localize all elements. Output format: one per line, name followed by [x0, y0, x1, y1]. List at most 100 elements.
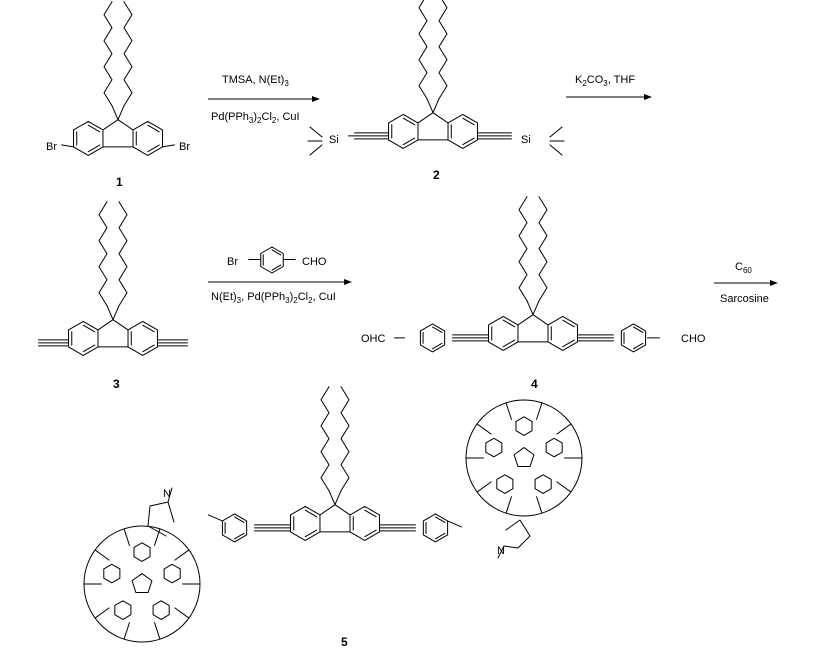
chain-bond	[112, 305, 120, 321]
double-bond	[234, 532, 245, 540]
fullerene-bond	[174, 607, 190, 619]
double-bond	[502, 339, 516, 348]
fullerene-bond	[123, 528, 130, 546]
pyrrolidine-link	[207, 514, 223, 522]
fullerene-hexagon	[496, 474, 514, 494]
bond-layer	[38, 0, 660, 559]
pyrrolidine-link	[447, 520, 463, 528]
double-bond	[142, 344, 155, 353]
n-methyl-bond	[167, 487, 173, 503]
compound-number: 4	[531, 377, 538, 391]
octyl-chain	[98, 201, 108, 307]
double-bond	[562, 339, 575, 348]
fluorene-bond	[117, 119, 134, 131]
fullerene-bond	[505, 496, 512, 514]
double-bond	[271, 249, 282, 256]
n-methyl-bond	[497, 545, 505, 559]
fullerene-bond	[536, 402, 543, 420]
fullerene-bond	[123, 622, 130, 640]
fluorene-bond	[319, 504, 336, 516]
arrow-head	[770, 280, 778, 286]
reaction-condition-above: TMSA, N(Et)3	[222, 74, 289, 88]
methyl-bond	[549, 126, 563, 138]
c-br-bond	[161, 144, 175, 148]
reaction-condition-below: Sarcosine	[720, 293, 769, 305]
octyl-chain	[438, 0, 448, 100]
double-bond	[432, 342, 443, 350]
double-bond	[562, 319, 575, 328]
double-bond	[364, 509, 377, 518]
double-bond	[402, 117, 416, 126]
nitrogen-label: N	[163, 488, 171, 500]
chain-bond	[532, 300, 540, 316]
double-bond	[434, 532, 446, 540]
octyl-chain	[340, 386, 350, 492]
fullerene-bond	[94, 549, 110, 561]
double-bond	[462, 137, 475, 146]
benzene-ring	[488, 315, 519, 351]
fullerene-hexagon	[163, 563, 181, 584]
benzene-ring	[620, 323, 647, 353]
pyrrolidine-ring	[503, 519, 531, 549]
double-bond	[82, 324, 96, 333]
fluorene-bond	[432, 112, 449, 124]
reaction-condition-below: Pd(PPh3)2Cl2, CuI	[211, 111, 300, 125]
double-bond	[632, 342, 644, 350]
double-bond	[87, 144, 101, 153]
fullerene-pentagon	[131, 573, 153, 593]
fullerene-bond	[556, 423, 572, 435]
benzene-ring	[547, 315, 578, 351]
double-bond	[234, 516, 245, 523]
pyrrolidine-ring	[147, 501, 175, 537]
double-bond	[304, 509, 318, 518]
double-bond	[434, 516, 446, 523]
silicon-label: Si	[329, 134, 339, 146]
methyl-bond	[309, 126, 323, 138]
reaction-condition-above: K2CO3, THF	[575, 74, 635, 88]
fullerene-hexagon	[485, 437, 503, 458]
octyl-chain	[518, 196, 528, 302]
chain-bond	[328, 490, 336, 506]
c-br-bond	[61, 144, 75, 148]
double-bond	[632, 326, 644, 333]
fluorene-bond	[97, 319, 114, 331]
double-bond	[147, 124, 160, 133]
benzene-ring	[73, 120, 104, 156]
bromine-label: Br	[179, 141, 190, 153]
fullerene-hexagon	[545, 437, 563, 458]
fullerene-bond	[154, 528, 161, 546]
octyl-chain	[538, 196, 548, 302]
aldehyde-label: CHO	[302, 256, 327, 268]
fullerene-hexagon	[515, 416, 533, 436]
fluorene-bond	[102, 119, 119, 131]
fullerene-hexagon	[534, 474, 552, 494]
fullerene-bond	[476, 481, 492, 493]
fullerene-hexagon	[152, 600, 170, 620]
compound-number: 3	[113, 377, 120, 391]
methyl-bond	[549, 144, 563, 156]
benzene-ring	[68, 320, 99, 356]
octyl-chain	[103, 1, 113, 107]
double-bond	[87, 124, 101, 133]
benzene-ring	[221, 513, 248, 543]
benzene-ring	[388, 113, 419, 149]
benzene-ring	[419, 323, 446, 353]
compound-number: 5	[341, 635, 348, 649]
benzene-ring	[349, 505, 380, 541]
double-bond	[402, 137, 416, 146]
fluorene-bond	[417, 112, 434, 124]
chain-bond	[426, 98, 434, 114]
fluorene-bond	[334, 504, 351, 516]
arrow-head	[344, 279, 352, 285]
fluorene-bond	[532, 314, 549, 326]
chain-bond	[117, 105, 125, 121]
fullerene-hexagon	[114, 600, 132, 620]
bromine-label: Br	[46, 141, 57, 153]
octyl-chain	[320, 386, 330, 492]
compound-number: 2	[433, 168, 440, 182]
reaction-condition-above: C60	[735, 261, 752, 275]
methyl-bond	[309, 144, 323, 156]
fullerene-layer	[83, 399, 583, 643]
silicon-label: Si	[521, 134, 531, 146]
nitrogen-label: N	[497, 545, 505, 557]
